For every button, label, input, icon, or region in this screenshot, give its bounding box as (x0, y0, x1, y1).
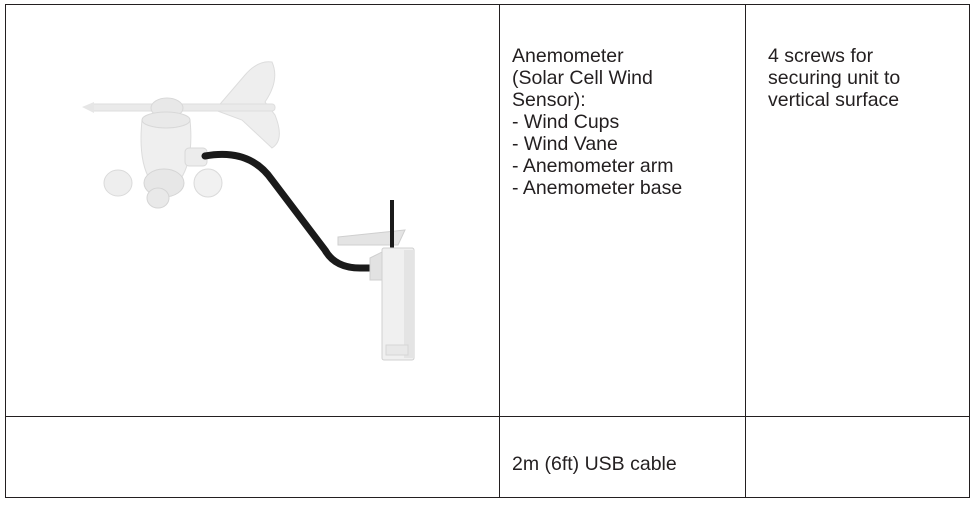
usb-cable-description: 2m (6ft) USB cable (512, 453, 677, 475)
screws-description: 4 screws for securing unit to vertical s… (768, 45, 901, 111)
anemometer-illustration (60, 40, 440, 380)
column-divider-2 (745, 4, 746, 498)
row-divider (5, 416, 970, 417)
anemometer-description: Anemometer (Solar Cell Wind Sensor): - W… (512, 45, 683, 199)
parts-table (5, 4, 970, 498)
anemometer-image (82, 61, 415, 361)
column-divider-1 (499, 4, 500, 498)
